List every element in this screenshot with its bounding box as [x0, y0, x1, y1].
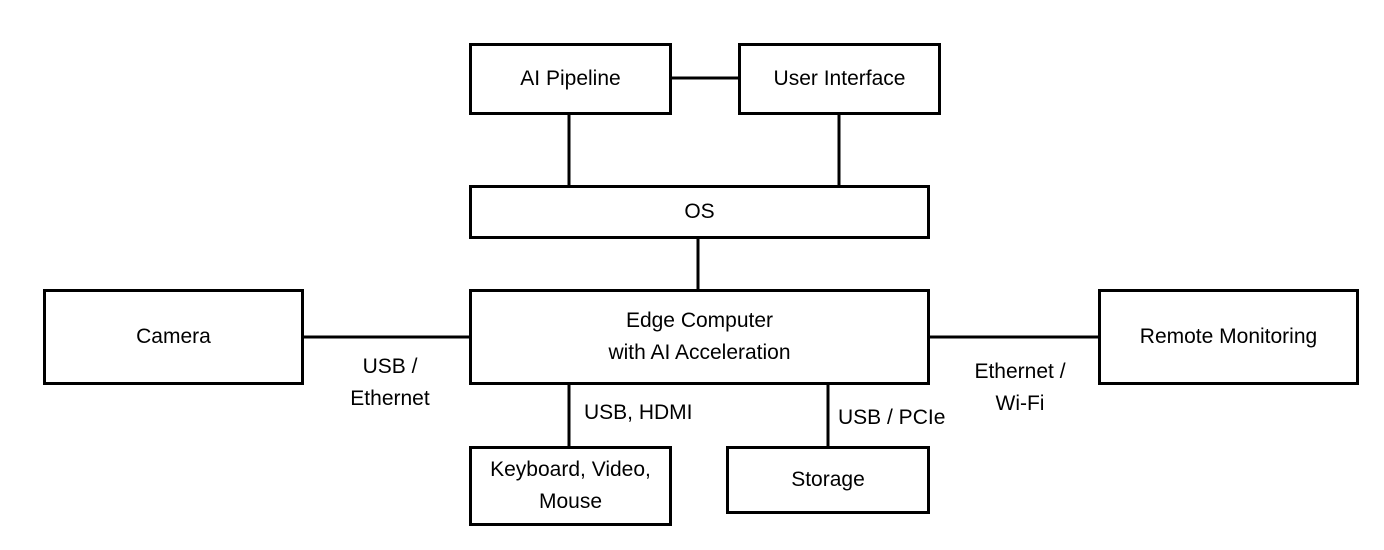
edge-computer-box: Edge Computer with AI Acceleration [469, 289, 930, 385]
os-box: OS [469, 185, 930, 239]
user-interface-box: User Interface [738, 43, 941, 115]
storage-connection-label: USB / PCIe [838, 406, 946, 429]
storage-box: Storage [726, 446, 930, 514]
remote-monitoring-box: Remote Monitoring [1098, 289, 1359, 385]
camera-box: Camera [43, 289, 304, 385]
keyboard-video-mouse-box: Keyboard, Video, Mouse [469, 446, 672, 526]
camera-connection-label: USB / Ethernet [350, 355, 430, 410]
remote-connection-label: Ethernet / Wi-Fi [974, 360, 1066, 415]
kvm-connection-label: USB, HDMI [584, 401, 693, 424]
ai-pipeline-box: AI Pipeline [469, 43, 672, 115]
